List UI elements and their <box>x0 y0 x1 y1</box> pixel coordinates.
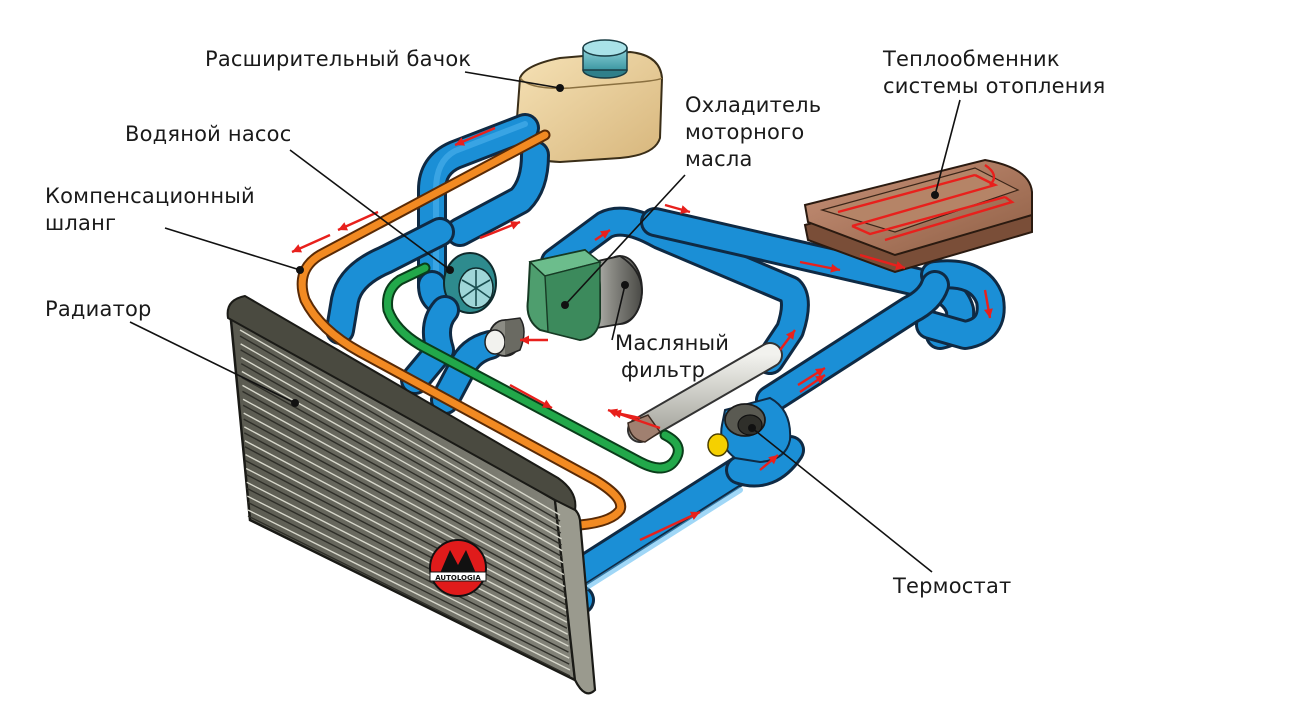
radiator-fin <box>242 398 565 576</box>
flow-arrowhead <box>680 205 690 214</box>
radiator-fin-shadow <box>239 335 561 522</box>
label-expansion-tank-text: Расширительный бачок <box>205 47 472 71</box>
flow-arrowhead <box>455 137 466 146</box>
flow-arrowhead <box>786 330 795 340</box>
bypass-hose <box>296 129 627 531</box>
leader-oil-filter <box>611 284 626 341</box>
flow-arrow <box>607 408 661 430</box>
flow-arrowhead <box>983 308 993 318</box>
pump-impeller-icon <box>461 270 491 306</box>
label-radiator-text: Радиатор <box>45 297 152 321</box>
radiator-fin <box>243 412 565 588</box>
label-oil-cooler-line3: масла <box>685 147 753 171</box>
label-oil-cooler-line2: моторного <box>685 120 805 144</box>
radiator-fin-shadow <box>240 349 562 534</box>
radiator-fin-shadow <box>244 446 567 618</box>
radiator-fin-shadow <box>242 390 564 570</box>
radiator-fin <box>244 440 567 612</box>
logo-text: AUTOLOGIA <box>435 574 481 582</box>
radiator-fin-shadow <box>242 404 565 582</box>
radiator-fin-shadow <box>240 363 562 546</box>
oil-cooler <box>526 248 602 342</box>
label-expansion-tank: Расширительный бачок <box>205 46 471 73</box>
leader-oil-cooler <box>564 174 686 306</box>
leader-water-pump <box>289 149 451 271</box>
radiator-fin-shadow <box>246 487 569 653</box>
label-heater-core: Теплообменник системы отопления <box>883 46 1105 100</box>
flow-arrowhead <box>895 261 905 270</box>
flow-arrowhead <box>292 244 303 253</box>
label-heater-core-line2: системы отопления <box>883 74 1106 98</box>
radiator-fin-shadow <box>243 432 566 606</box>
flow-arrowhead <box>814 368 825 377</box>
flow-arrowhead <box>608 408 618 418</box>
flow-arrowhead <box>541 399 552 408</box>
leader-thermostat <box>751 427 933 573</box>
label-oil-filter-line1: Масляный <box>615 331 730 355</box>
radiator-fin-shadow <box>247 501 570 665</box>
flow-arrowhead <box>689 511 700 520</box>
radiator-fin <box>243 426 566 600</box>
radiator-fin <box>239 329 561 516</box>
label-water-pump: Водяной насос <box>125 121 291 148</box>
radiator-fin <box>245 467 569 635</box>
radiator-fins <box>239 329 571 677</box>
radiator-fin <box>247 495 570 659</box>
radiator-fin <box>240 343 562 528</box>
label-thermostat: Термостат <box>893 573 1011 600</box>
thermostat-valve-icon <box>707 433 729 457</box>
leader-bypass-hose <box>164 227 301 271</box>
tank-cap-icon <box>582 39 628 79</box>
radiator-fin-shadow <box>247 515 571 677</box>
logo-emblem: AUTOLOGIA <box>429 539 487 597</box>
flow-arrow <box>639 510 701 542</box>
radiator-fin <box>242 384 564 564</box>
label-heater-core-line1: Теплообменник <box>883 47 1060 71</box>
label-water-pump-text: Водяной насос <box>125 122 292 146</box>
radiator-fin-shadow <box>245 459 568 629</box>
flow-arrowhead <box>338 222 349 231</box>
radiator-fin <box>240 357 562 540</box>
heater-core <box>803 158 1033 274</box>
label-bypass-hose-line1: Компенсационный <box>45 184 255 208</box>
flow-arrowhead <box>815 375 825 384</box>
radiator: AUTOLOGIA <box>226 294 597 695</box>
radiator-fin-shadow <box>243 418 565 594</box>
oil-return-tube <box>627 342 783 443</box>
leader-heater-core <box>934 99 961 196</box>
label-oil-cooler-line1: Охладитель <box>685 93 822 117</box>
label-bypass-hose: Компенсационный шланг <box>45 183 255 237</box>
flow-arrowhead <box>830 263 840 273</box>
bypass-valve <box>484 317 525 357</box>
label-thermostat-text: Термостат <box>893 574 1012 598</box>
radiator-fin <box>247 509 571 671</box>
label-oil-filter-line2: фильтр <box>621 358 706 382</box>
label-oil-filter: Масляный фильтр <box>615 330 729 384</box>
label-bypass-hose-line2: шланг <box>45 211 117 235</box>
flow-arrowhead <box>520 335 529 345</box>
radiator-fin-shadow <box>241 376 563 558</box>
radiator-fin <box>246 481 569 647</box>
label-radiator: Радиатор <box>45 296 152 323</box>
leader-lines <box>129 71 961 573</box>
radiator-fin <box>245 453 568 623</box>
leader-expansion-tank <box>464 71 561 89</box>
radiator-fin-shadow <box>245 473 569 641</box>
flow-arrowhead <box>600 230 610 239</box>
flow-arrowhead <box>768 455 778 465</box>
leader-radiator <box>129 321 296 404</box>
flow-arrows <box>291 126 993 542</box>
oil-line <box>382 262 684 474</box>
label-oil-cooler: Охладитель моторного масла <box>685 92 821 173</box>
flow-arrowhead <box>509 221 520 230</box>
